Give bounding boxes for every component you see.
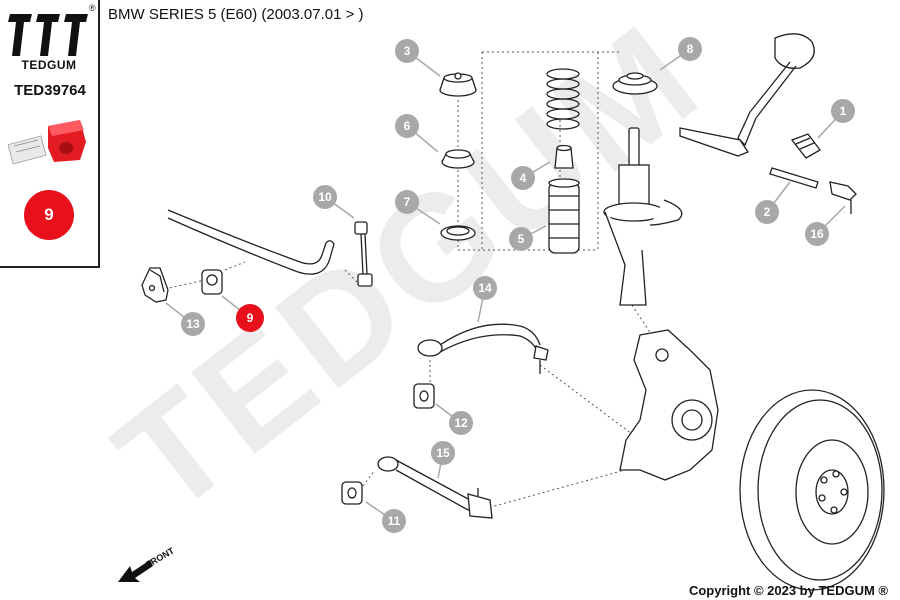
steering-knuckle: [619, 329, 719, 481]
callout-2: 2: [755, 200, 779, 224]
item-number-badge: 9: [24, 190, 74, 240]
callout-4: 4: [511, 166, 535, 190]
steering-boot-1: [790, 133, 821, 159]
control-arm-14: [417, 323, 549, 374]
bump-mount-6: [441, 149, 475, 169]
callout-13: 13: [181, 312, 205, 336]
strut-bearing-8: [612, 72, 658, 95]
copyright-notice: Copyright © 2023 by TEDGUM ®: [688, 583, 888, 598]
tedgum-logo-icon: [8, 8, 90, 58]
callout-16: 16: [805, 222, 829, 246]
wheel-tire: [739, 389, 885, 591]
callout-6-label: 6: [404, 119, 411, 133]
bump-stop-4: [554, 144, 574, 169]
control-arm-15: [377, 456, 493, 519]
stabilizer-bushing-9: [201, 269, 223, 295]
stabilizer-bar: [167, 209, 335, 275]
tie-rod-2: [769, 167, 819, 189]
callout-14: 14: [473, 276, 497, 300]
callout-12-label: 12: [454, 416, 468, 430]
spring-seat-7: [440, 225, 476, 241]
brand-name: TEDGUM: [21, 58, 77, 72]
callout-7: 7: [395, 190, 419, 214]
callout-8: 8: [678, 37, 702, 61]
callout-6: 6: [395, 114, 419, 138]
callout-8-label: 8: [687, 42, 694, 56]
callout-4-label: 4: [520, 171, 527, 185]
front-label: FRONT: [144, 545, 176, 569]
tie-rod-end-16: [829, 181, 857, 214]
arm-bushing-11: [341, 481, 363, 505]
stabilizer-bracket-13: [141, 267, 169, 303]
arm-bushing-12: [413, 383, 435, 409]
callout-10: 10: [313, 185, 337, 209]
steering-rod-assembly: [679, 33, 815, 157]
callout-5-label: 5: [518, 232, 525, 246]
callout-13-label: 13: [186, 317, 200, 331]
callout-1-label: 1: [840, 104, 847, 118]
callout-12: 12: [449, 411, 473, 435]
callout-2-label: 2: [764, 205, 771, 219]
registered-mark: ®: [89, 3, 96, 13]
callout-5: 5: [509, 227, 533, 251]
callout-15-label: 15: [436, 446, 450, 460]
callout-3: 3: [395, 39, 419, 63]
callout-14-label: 14: [478, 281, 492, 295]
bushing-product-photo-icon: [8, 120, 86, 165]
front-direction-arrow: FRONT: [118, 545, 176, 582]
callout-10-label: 10: [318, 190, 332, 204]
shock-strut: [603, 127, 683, 306]
callout-16-label: 16: [810, 227, 824, 241]
callout-9-label: 9: [247, 311, 254, 325]
callout-1: 1: [831, 99, 855, 123]
callout-7-label: 7: [404, 195, 411, 209]
callout-15: 15: [431, 441, 455, 465]
callout-3-label: 3: [404, 44, 411, 58]
callout-11-label: 11: [388, 514, 401, 528]
product-info-panel: ® TEDGUM TED39764 9: [0, 0, 100, 268]
dust-boot-5: [548, 178, 580, 254]
callout-11: 11: [382, 509, 406, 533]
coil-spring: [546, 68, 580, 130]
callout-9: 9: [236, 304, 264, 332]
part-number: TED39764: [14, 82, 86, 99]
vehicle-title: BMW SERIES 5 (E60) (2003.07.01 > ): [108, 6, 364, 23]
strut-top-mount-3: [439, 72, 477, 97]
stabilizer-link-10: [354, 221, 373, 287]
